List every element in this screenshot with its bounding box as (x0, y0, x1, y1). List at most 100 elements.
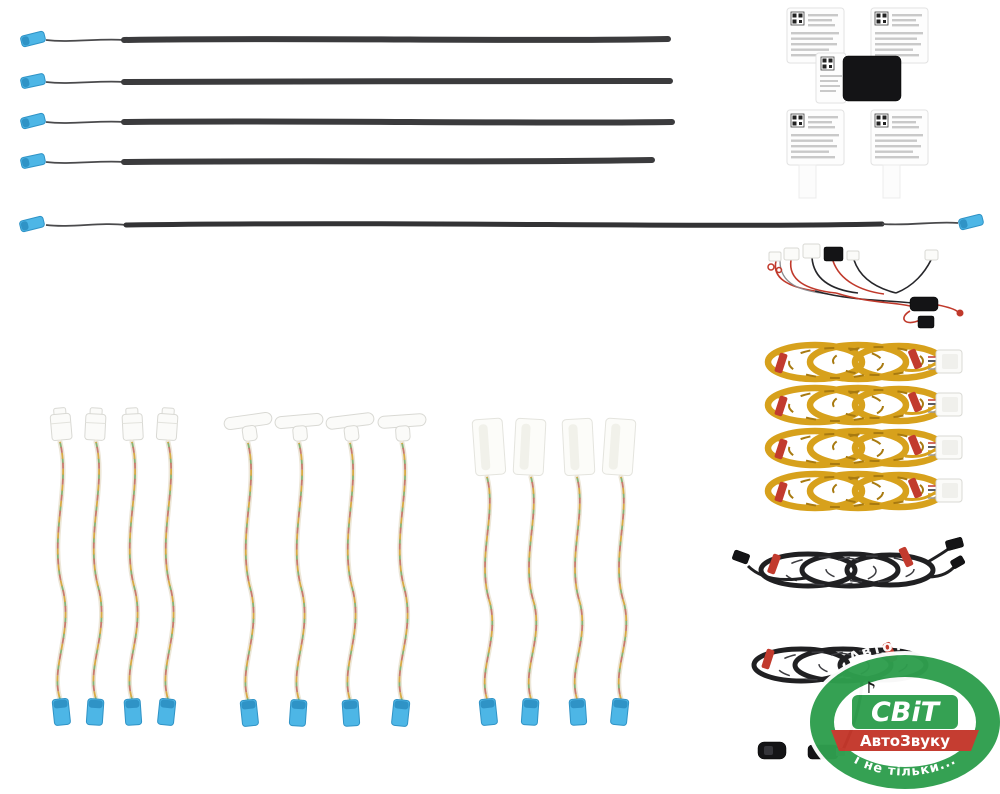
harness-connector (846, 250, 860, 261)
led-strip-short (19, 112, 675, 130)
diffuser-block (471, 417, 507, 477)
blue-connector (478, 697, 499, 727)
logo-brand-name: СВіТ (871, 697, 942, 728)
blue-connector (19, 152, 47, 170)
white-connector (155, 406, 179, 442)
strip-lead-wire (45, 80, 125, 84)
led-strip-body (121, 36, 671, 43)
t-clip (274, 412, 326, 444)
fuse-tap (917, 315, 935, 329)
diffuser-block (601, 417, 637, 477)
blue-connector (51, 697, 72, 727)
blue-connector (609, 697, 630, 727)
adapter-cable (155, 406, 179, 727)
extension-coil-yellow (768, 431, 963, 465)
mini-connector (945, 537, 964, 551)
sticker-label (871, 8, 928, 63)
adapter-cable (84, 406, 107, 726)
white-connector (84, 406, 107, 441)
blue-connector (19, 30, 47, 48)
extension-coil-yellow (768, 345, 963, 379)
cable-wire (296, 443, 304, 700)
block-cable (512, 417, 547, 726)
cable-wire (57, 442, 65, 699)
logo-ribbon (831, 730, 979, 751)
logo-brand-sub: АвтоЗвуку (860, 732, 950, 750)
adapter-cables-plug (49, 406, 179, 727)
harness-connector (924, 249, 939, 261)
led-strip-body (121, 157, 655, 165)
extension-coil-yellow (768, 388, 963, 422)
block-cable (601, 417, 637, 727)
red-tape (907, 434, 923, 456)
strip-lead-wire (881, 221, 959, 226)
power-harness (767, 243, 964, 329)
harness-connector-black (823, 246, 844, 262)
strip-lead-wire (45, 160, 125, 164)
mini-connector (732, 549, 750, 565)
label-tail (882, 164, 901, 199)
white-connector (49, 406, 73, 442)
diffuser-block (512, 417, 547, 477)
t-clip (222, 411, 276, 445)
led-strip-body (121, 118, 675, 126)
harness-connector (783, 247, 800, 261)
blue-connector (520, 697, 540, 726)
sticker-label-vertical (815, 52, 847, 104)
label-tail (798, 164, 817, 199)
blue-connector (390, 698, 411, 728)
watermark-logo: Автотовари і не тільки... ♪ СВіТ АвтоЗву… (806, 636, 1000, 793)
extension-coil-yellow (768, 474, 963, 508)
cable-wire (245, 443, 253, 700)
block-cable (561, 417, 596, 726)
blue-connector (19, 112, 47, 130)
harness-connector (768, 251, 782, 262)
led-strip-short (19, 72, 673, 90)
strip-lead-wire (45, 38, 125, 42)
blue-connector (85, 697, 105, 726)
red-tape (761, 648, 775, 670)
cable-wire (347, 443, 355, 700)
cable-wire (485, 477, 493, 699)
adapter-cable (121, 406, 144, 726)
red-tape (907, 391, 923, 413)
blue-connector (341, 698, 361, 727)
sticker-label (787, 110, 844, 165)
blue-connector (568, 697, 588, 726)
block-cable (471, 417, 507, 727)
clip-cable (377, 412, 428, 728)
adapter-cables-tclip (222, 411, 428, 728)
cable-wire (399, 443, 407, 700)
red-tape (766, 553, 782, 575)
strip-lead-wire (45, 223, 127, 227)
red-tape (907, 477, 923, 499)
strip-lead-wire (45, 120, 125, 124)
led-strip-short (19, 30, 671, 48)
control-box (842, 55, 902, 102)
sticker-label-set (787, 8, 928, 199)
cable-wire (129, 442, 137, 699)
blue-connector (957, 213, 985, 231)
cable-wire (619, 477, 627, 699)
fuse-holder (909, 296, 939, 312)
led-strip-body (121, 78, 673, 85)
adapter-cables-block (471, 417, 637, 727)
cable-wire (575, 477, 583, 699)
blue-connector (239, 698, 260, 728)
sticker-label (871, 110, 928, 165)
blue-connector (19, 72, 47, 90)
harness-connector (802, 243, 821, 259)
adapter-cable (49, 406, 73, 727)
clip-cable (222, 411, 276, 728)
cable-wire (93, 442, 101, 699)
blue-connector (18, 215, 46, 233)
black-cable-coil-long (732, 537, 966, 586)
clip-cable (274, 412, 326, 727)
red-tape (907, 348, 923, 370)
t-clip (324, 411, 377, 445)
ring-terminal (767, 263, 775, 271)
t-clip (377, 412, 428, 444)
led-strips-short (19, 30, 675, 170)
